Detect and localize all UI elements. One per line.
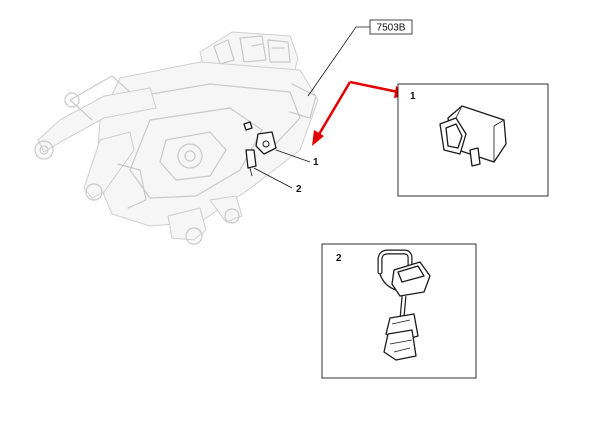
reference-code-box: 7503B — [307, 19, 413, 97]
detail-box-2: 2 — [321, 243, 477, 379]
reference-code-text: 7503B — [377, 23, 406, 34]
position-sensor-drawing — [439, 105, 507, 167]
detail-box-1: 1 — [397, 83, 549, 197]
callout-2-text: 2 — [296, 184, 302, 195]
red-arrowhead-down — [312, 130, 324, 146]
red-arrow-right — [349, 80, 399, 94]
harness-on-assembly — [245, 149, 257, 177]
highlight-arrows — [312, 80, 410, 146]
callout-1-main: 1 — [275, 149, 319, 168]
red-arrow-down — [316, 81, 352, 137]
callout-2-main: 2 — [253, 167, 302, 195]
callout-1-text: 1 — [313, 157, 319, 168]
detail-1-number: 1 — [410, 91, 416, 102]
lift-assembly-ghost — [34, 31, 319, 245]
wiring-harness-drawing — [377, 249, 431, 361]
sensor-on-assembly — [243, 121, 277, 155]
detail-2-number: 2 — [336, 253, 342, 264]
